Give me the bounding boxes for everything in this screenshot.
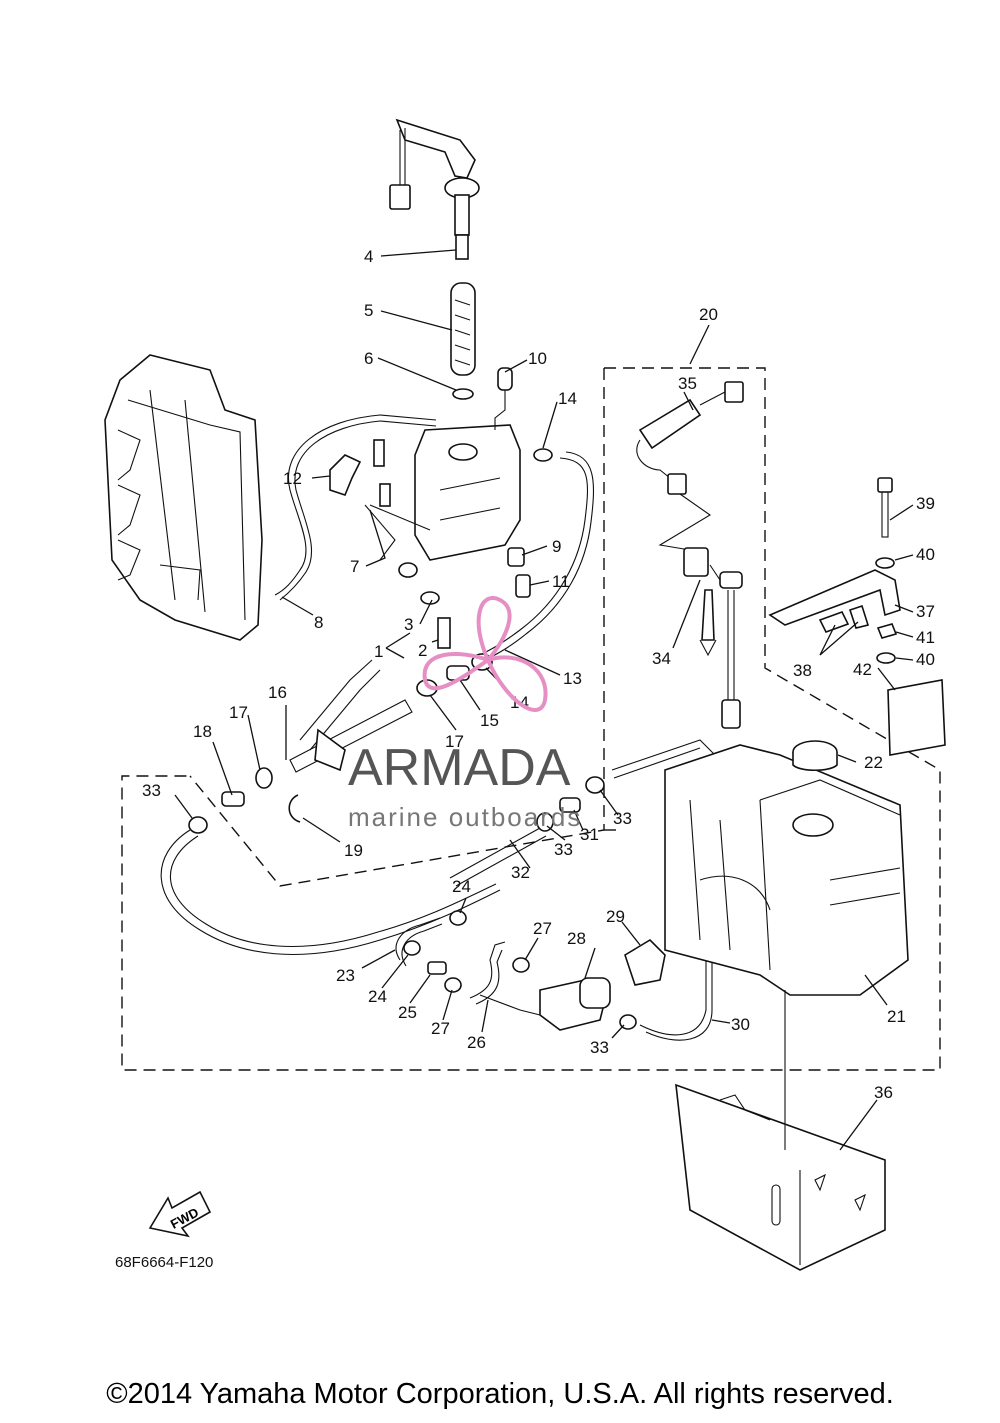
callout-27: 27 bbox=[533, 919, 552, 938]
fwd-arrow-icon: FWD bbox=[148, 1190, 212, 1238]
callout-12: 12 bbox=[283, 469, 302, 488]
oil-return-hose bbox=[479, 448, 595, 661]
callout-24: 24 bbox=[452, 877, 471, 896]
leader-lines bbox=[174, 249, 914, 1151]
callout-26: 26 bbox=[467, 1033, 486, 1052]
callout-5: 5 bbox=[364, 301, 373, 320]
callout-39: 39 bbox=[916, 494, 935, 513]
callout-1: 1 bbox=[374, 642, 383, 661]
callout-31: 31 bbox=[580, 825, 599, 844]
callout-13: 13 bbox=[563, 669, 582, 688]
callout-15: 15 bbox=[480, 711, 499, 730]
assembly-boundaries bbox=[121, 367, 941, 1071]
callout-4: 4 bbox=[364, 247, 373, 266]
copyright-notice: ©2014 Yamaha Motor Corporation, U.S.A. A… bbox=[106, 1378, 894, 1410]
watermark-brand: ARMADA bbox=[348, 739, 571, 797]
intake-silencer bbox=[104, 354, 263, 641]
callout-27: 27 bbox=[431, 1019, 450, 1038]
callout-11: 11 bbox=[552, 572, 570, 591]
callout-14: 14 bbox=[558, 389, 577, 408]
callout-33: 33 bbox=[590, 1038, 609, 1057]
callout-40: 40 bbox=[916, 650, 935, 669]
left-fittings bbox=[188, 767, 301, 834]
callout-8: 8 bbox=[314, 613, 323, 632]
fuel-pump-assembly bbox=[395, 870, 713, 1041]
callout-32: 32 bbox=[511, 863, 530, 882]
callout-10: 10 bbox=[528, 349, 547, 368]
drawing-code: 68F6664-F120 bbox=[115, 1254, 213, 1271]
callout-37: 37 bbox=[916, 602, 935, 621]
callout-41: 41 bbox=[916, 628, 935, 647]
main-oil-tank bbox=[664, 740, 909, 996]
callout-17: 17 bbox=[445, 732, 464, 751]
callout-40: 40 bbox=[916, 545, 935, 564]
callout-9: 9 bbox=[552, 537, 561, 556]
feed-hose bbox=[160, 739, 721, 955]
sensor-harness bbox=[389, 118, 480, 260]
callout-29: 29 bbox=[606, 907, 625, 926]
breather-hose bbox=[274, 414, 437, 601]
filter-element bbox=[450, 282, 476, 400]
callout-34: 34 bbox=[652, 649, 671, 668]
callout-19: 19 bbox=[344, 841, 363, 860]
callout-30: 30 bbox=[731, 1015, 750, 1034]
callout-7: 7 bbox=[350, 557, 359, 576]
callout-24: 24 bbox=[368, 987, 387, 1006]
oil-level-gauge bbox=[636, 381, 744, 775]
callout-35: 35 bbox=[678, 374, 697, 393]
callout-16: 16 bbox=[268, 683, 287, 702]
callout-18: 18 bbox=[193, 722, 212, 741]
callout-23: 23 bbox=[336, 966, 355, 985]
watermark-tagline: marine outboards bbox=[348, 802, 582, 832]
propeller-logo-icon bbox=[422, 596, 548, 712]
callout-20: 20 bbox=[699, 305, 718, 324]
callout-6: 6 bbox=[364, 349, 373, 368]
callout-25: 25 bbox=[398, 1003, 417, 1022]
callout-36: 36 bbox=[874, 1083, 893, 1102]
callout-42: 42 bbox=[853, 660, 872, 679]
callout-28: 28 bbox=[567, 929, 586, 948]
callout-21: 21 bbox=[887, 1007, 906, 1026]
callout-33: 33 bbox=[554, 840, 573, 859]
tank-bracket bbox=[768, 477, 946, 756]
armada-watermark: ARMADA marine outboards bbox=[348, 596, 582, 832]
callout-3: 3 bbox=[404, 615, 413, 634]
callout-22: 22 bbox=[864, 753, 883, 772]
tank-holder-bracket bbox=[675, 990, 886, 1271]
callout-33: 33 bbox=[613, 809, 632, 828]
callout-17: 17 bbox=[229, 703, 248, 722]
callout-33: 33 bbox=[142, 781, 161, 800]
callout-38: 38 bbox=[793, 661, 812, 680]
sub-oil-tank bbox=[329, 367, 531, 649]
callout-2: 2 bbox=[418, 641, 427, 660]
